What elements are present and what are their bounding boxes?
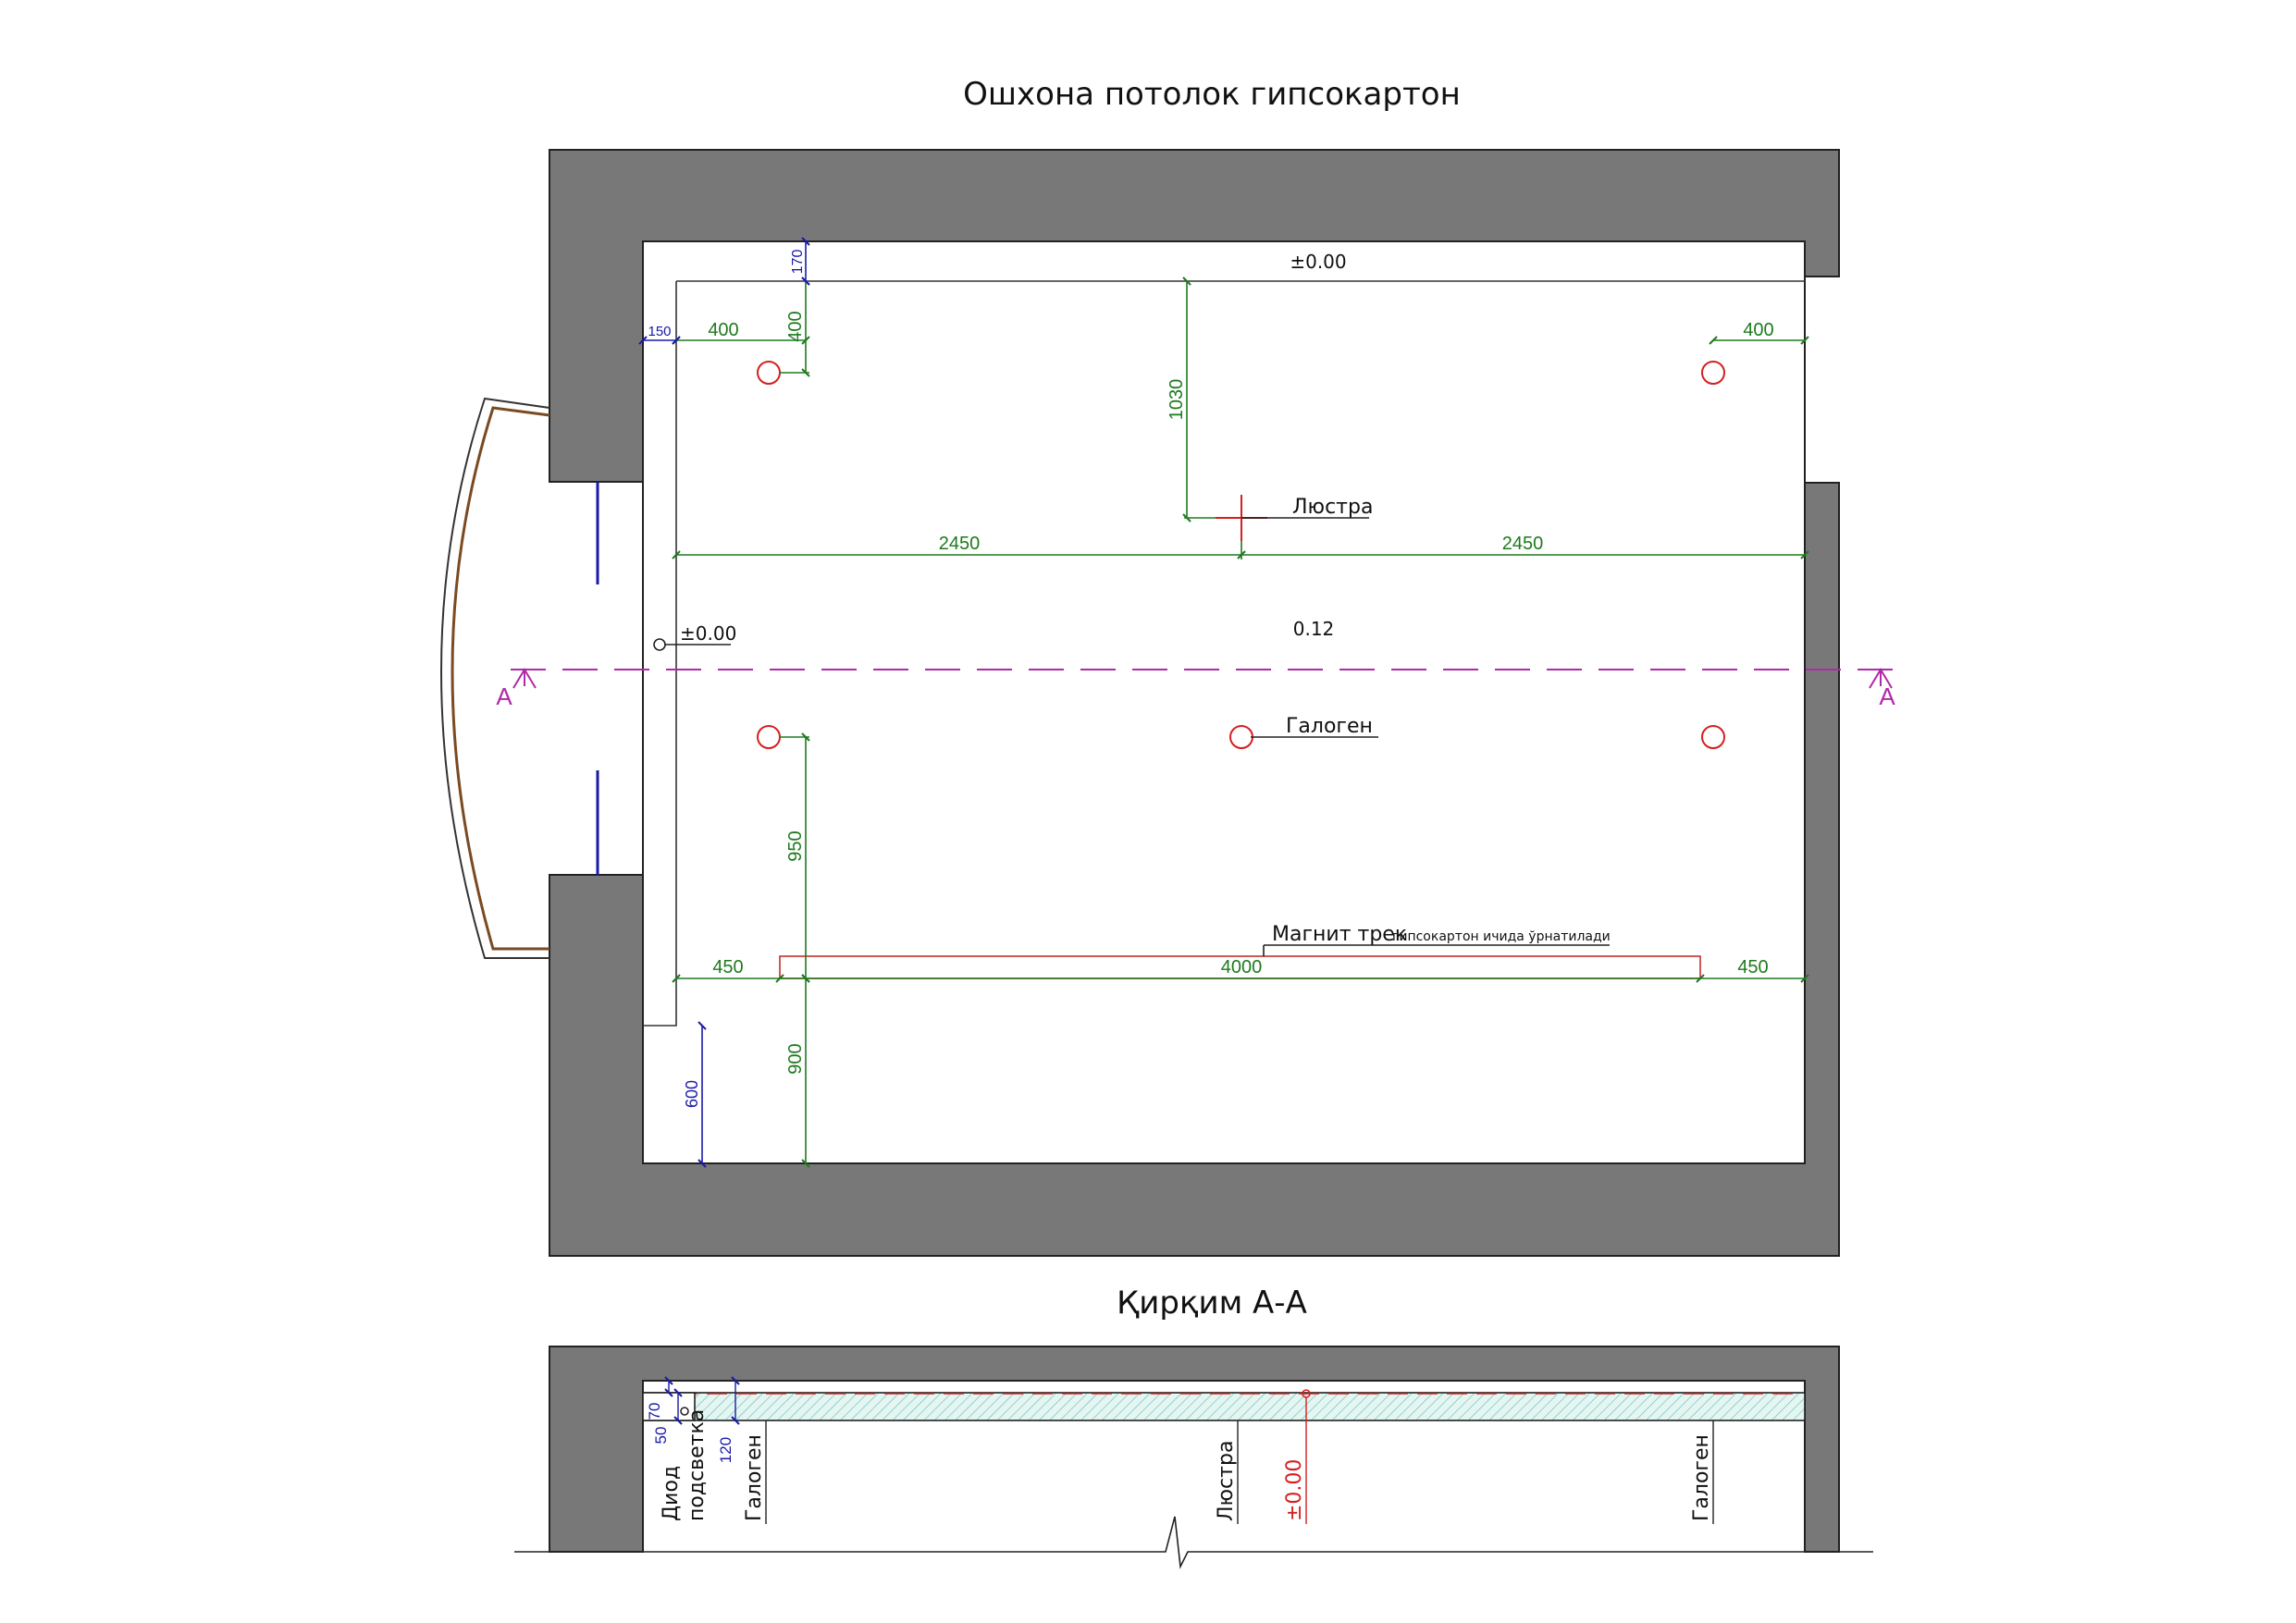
label-track-note: гипсокартон ичида ўрнатилади [1392,929,1611,944]
dim-150: 150 [648,324,671,339]
dim-400-right: 400 [1743,320,1773,340]
dim-50: 50 [652,1427,670,1445]
section-label-chandelier: Люстра [1215,1441,1238,1521]
dim-900: 900 [785,1043,806,1074]
section-label-level: ±0.00 [1283,1459,1306,1521]
section-title: Қирқим А-А [1117,1285,1307,1322]
label-track: Магнит трек [1272,923,1407,946]
section-label-halogen-right: Галоген [1690,1434,1713,1521]
plan-title: Ошхона потолок гипсокартон [963,76,1461,113]
halogen-circle-icon [1701,361,1725,385]
section-labels: Диод подсветка Галоген Люстра ±0.00 Гало… [660,1409,1713,1521]
level-marker-icon [653,638,666,651]
room-outline [642,240,1806,1164]
dim-1030: 1030 [1167,379,1187,421]
dim-400-left: 400 [708,320,738,340]
window-bay [440,397,599,959]
ceiling-height: 0.12 [1293,618,1335,640]
halogen-circle-icon [1229,725,1253,749]
section-label-halogen-left: Галоген [743,1434,766,1521]
dim-170: 170 [790,250,806,275]
plan-dimensions [676,277,1805,1168]
label-halogen: Галоген [1286,715,1373,738]
level-top: ±0.00 [1290,251,1346,273]
section-dimensions [664,1376,740,1425]
wall-top-left [549,149,1840,483]
section-arrow-left-icon [512,668,537,689]
plan-walls [549,149,1840,1257]
dim-2450-left: 2450 [939,534,981,554]
level-left: ±0.00 [680,622,736,645]
dim-950: 950 [785,830,806,861]
halogen-circle-icon [757,725,781,749]
halogen-circle-icon [757,361,781,385]
ceiling-contour [643,280,1805,1027]
section-mark-right: A [1879,682,1895,710]
section-label-backlight: подсветка [685,1409,709,1521]
halogen-circle-icon [1701,725,1725,749]
section-arrow-right-icon [1869,668,1893,689]
plan-labels [653,517,1610,956]
dim-450-right: 450 [1737,957,1768,977]
dim-70: 70 [646,1403,663,1420]
dim-2450-right: 2450 [1502,534,1544,554]
section-line-a-a: A A [496,668,1895,710]
section-mark-left: A [496,682,512,710]
dim-600: 600 [683,1080,701,1108]
section-leaders [765,1420,1714,1524]
dim-4000: 4000 [1221,957,1263,977]
plan-dimension-values: 170 150 400 400 400 1030 2450 2450 950 4… [648,250,1773,1108]
wall-right-bottom [549,482,1840,1257]
section-dimension-values: 50 70 120 [646,1403,734,1464]
section-ceiling-slab [642,1392,1806,1421]
plan-dimensions-small [638,237,810,1168]
dim-450-left: 450 [712,957,743,977]
label-chandelier: Люстра [1292,496,1373,519]
section-break-line [514,1516,1873,1569]
section-label-diode: Диод [660,1466,683,1521]
dim-120: 120 [717,1437,734,1463]
dim-400-vertical: 400 [785,311,806,341]
